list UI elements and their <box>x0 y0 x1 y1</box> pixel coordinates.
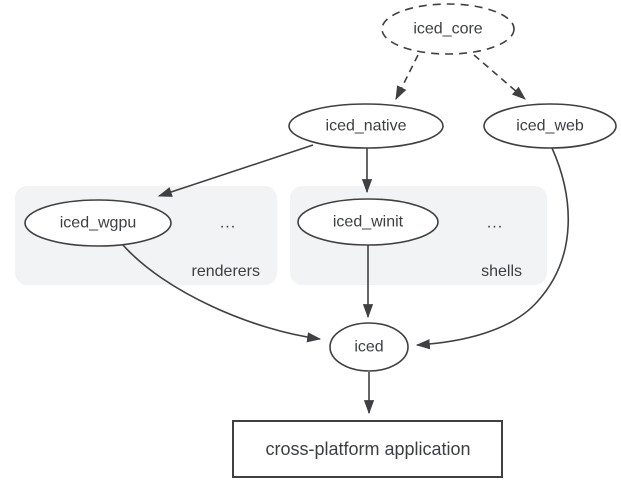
node-iced_web <box>483 103 617 149</box>
edge-iced_core-to-iced_web <box>473 54 526 100</box>
node-cross-platform-application-label: cross-platform application <box>265 439 470 459</box>
node-iced_native-label: iced_native <box>326 118 407 135</box>
node-iced_core-label: iced_core <box>413 21 482 38</box>
node-iced_native <box>288 103 444 149</box>
node-iced_web-label: iced_web <box>516 118 584 135</box>
node-iced_wgpu <box>24 199 172 247</box>
node-iced-label: iced <box>354 339 383 356</box>
node-iced_winit <box>297 198 439 246</box>
node-cross-platform-application <box>232 420 503 478</box>
cluster-shells-ellipsis: ... <box>487 215 503 232</box>
edge-iced_core-to-iced_native <box>395 54 419 101</box>
edge-iced_wgpu-to-iced <box>122 244 322 343</box>
node-iced <box>329 322 409 372</box>
cluster-renderers-label: renderers <box>192 263 260 280</box>
edge-iced_native-to-iced_wgpu <box>157 144 314 197</box>
node-iced_core <box>381 3 515 55</box>
node-iced_winit-label: iced_winit <box>333 214 404 231</box>
edge-iced_web-to-iced <box>415 147 569 350</box>
cluster-shells-label: shells <box>481 263 522 280</box>
node-iced_wgpu-label: iced_wgpu <box>60 215 137 232</box>
cluster-renderers-ellipsis: ... <box>220 215 236 232</box>
